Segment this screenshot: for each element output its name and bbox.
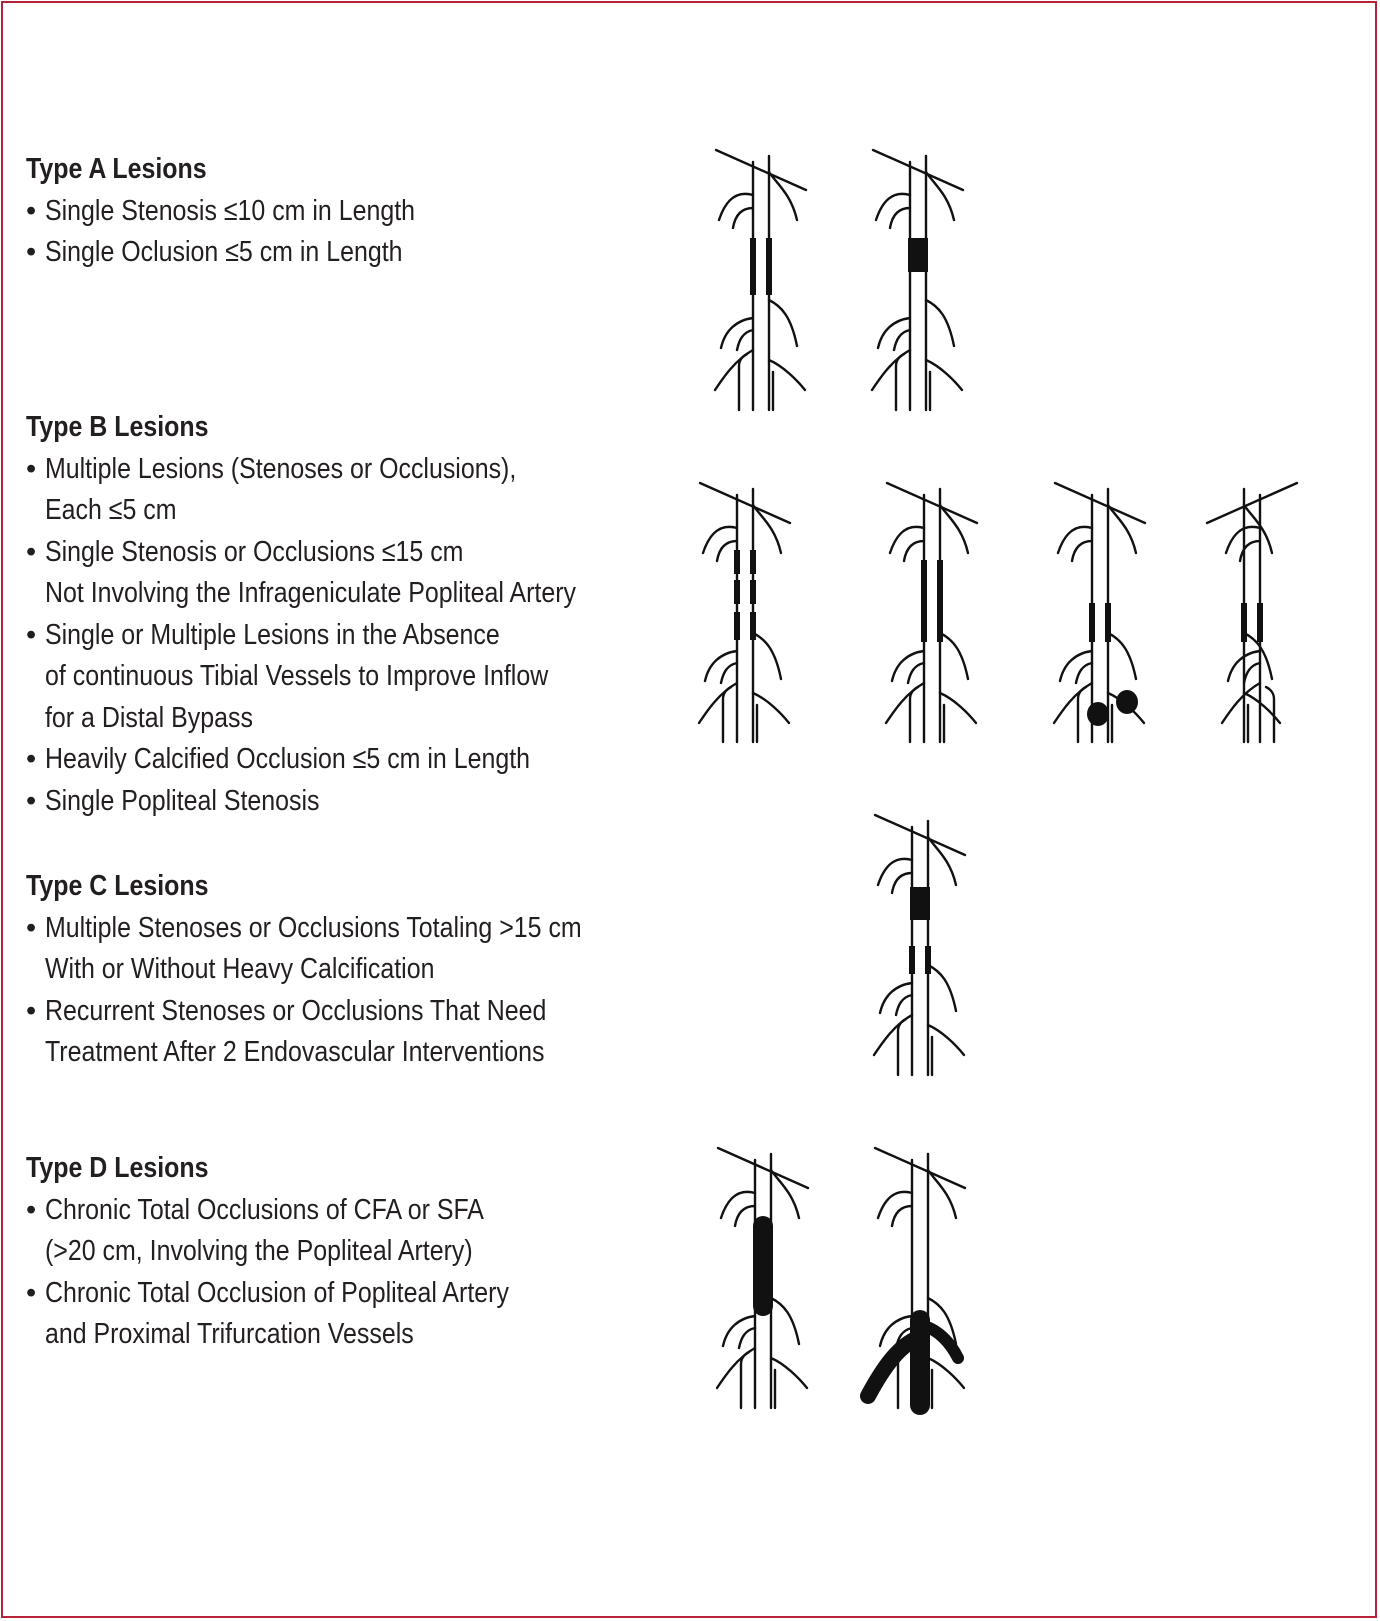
lesion-mark xyxy=(753,1216,773,1316)
criteria-item: •Multiple Lesions (Stenoses or Occlusion… xyxy=(26,449,662,532)
criteria-item: •Single or Multiple Lesions in the Absen… xyxy=(26,615,662,740)
lesion-mark xyxy=(1087,702,1109,726)
lesion-mark xyxy=(1257,603,1263,642)
criteria-item: •Recurrent Stenoses or Occlusions That N… xyxy=(26,991,669,1074)
criteria-text: Single Stenosis ≤10 cm in Length xyxy=(45,194,416,227)
lesion-mark xyxy=(750,580,756,604)
criteria-list: •Chronic Total Occlusions of CFA or SFA(… xyxy=(26,1190,584,1356)
lesion-mark xyxy=(1105,603,1111,642)
section-type-b: Type B Lesions•Multiple Lesions (Stenose… xyxy=(26,407,662,822)
criteria-item: •Single Oclusion ≤5 cm in Length xyxy=(26,232,475,274)
artery-diagram-multiple-stenoses-occlusions xyxy=(872,813,967,1077)
criteria-text: Chronic Total Occlusion of Popliteal Art… xyxy=(45,1276,509,1309)
lesion-mark xyxy=(750,612,756,640)
criteria-text: With or Without Heavy Calcification xyxy=(45,953,435,985)
lesion-mark xyxy=(734,612,740,640)
criteria-item: •Single Popliteal Stenosis xyxy=(26,781,662,823)
criteria-item: •Single Stenosis or Occlusions ≤15 cm Not… xyxy=(26,532,662,615)
lesion-mark xyxy=(910,887,930,920)
criteria-list: •Multiple Lesions (Stenoses or Occlusion… xyxy=(26,449,662,823)
criteria-text: for a Distal Bypass xyxy=(45,701,253,734)
artery-diagram-single-long-stenosis xyxy=(884,481,979,744)
bullet-icon: • xyxy=(26,452,37,485)
lesion-mark xyxy=(734,550,740,574)
section-type-c: Type C Lesions•Multiple Stenoses or Occl… xyxy=(26,866,669,1074)
lesion-mark xyxy=(750,550,756,574)
lesion-mark xyxy=(937,560,943,642)
artery-diagram-multiple-lesions xyxy=(697,481,792,744)
criteria-item: •Multiple Stenoses or Occlusions Totalin… xyxy=(26,908,669,991)
criteria-list: •Single Stenosis ≤10 cm in Length•Single… xyxy=(26,191,475,274)
criteria-text: Not Involving the Infrageniculate Poplit… xyxy=(45,577,576,609)
section-type-a: Type A Lesions •Single Stenosis ≤10 cm in… xyxy=(26,149,475,274)
bullet-icon: • xyxy=(26,784,37,817)
lesion-mark xyxy=(766,238,772,295)
criteria-text: of continuous Tibial Vessels to Improve … xyxy=(45,660,549,692)
criteria-text: Single Stenosis or Occlusions ≤15 cm xyxy=(45,535,464,568)
bullet-icon: • xyxy=(26,236,37,268)
lesion-mark xyxy=(734,580,740,604)
criteria-item: •Chronic Total Occlusions of CFA or SFA (… xyxy=(26,1190,584,1273)
lesion-mark xyxy=(921,560,927,642)
criteria-text: (>20 cm, Involving the Popliteal Artery) xyxy=(45,1235,473,1267)
lesion-mark xyxy=(925,946,931,974)
criteria-text: Single Popliteal Stenosis xyxy=(45,784,320,817)
lesion-mark xyxy=(1089,603,1095,642)
criteria-text: Each ≤5 cm xyxy=(45,494,177,526)
lesion-mark xyxy=(750,238,756,295)
criteria-text: Heavily Calcified Occlusion ≤5 cm in Len… xyxy=(45,743,530,775)
bullet-icon: • xyxy=(26,618,37,651)
section-type-d: Type D Lesions•Chronic Total Occlusions … xyxy=(26,1148,584,1356)
bullet-icon: • xyxy=(26,1276,37,1309)
lesion-mark xyxy=(1116,690,1138,714)
criteria-text: Recurrent Stenoses or Occlusions That Ne… xyxy=(45,994,547,1027)
bullet-icon: • xyxy=(26,994,37,1027)
criteria-text: Single or Multiple Lesions in the Absenc… xyxy=(45,618,500,651)
artery-diagram-single-stenosis xyxy=(713,148,808,412)
criteria-list: •Multiple Stenoses or Occlusions Totalin… xyxy=(26,908,669,1074)
criteria-item: •Single Stenosis ≤10 cm in Length xyxy=(26,191,475,233)
bullet-icon: • xyxy=(26,743,37,775)
artery-diagram-single-occlusion xyxy=(870,148,965,412)
criteria-text: and Proximal Trifurcation Vessels xyxy=(45,1318,414,1350)
criteria-text: Chronic Total Occlusions of CFA or SFA xyxy=(45,1193,484,1226)
section-heading-type-b: Type B Lesions xyxy=(26,411,209,443)
artery-diagram-single-popliteal-stenosis xyxy=(1205,481,1299,744)
criteria-text: Single Oclusion ≤5 cm in Length xyxy=(45,236,403,268)
section-heading-type-a: Type A Lesions xyxy=(26,153,207,185)
criteria-text: Multiple Lesions (Stenoses or Occlusions… xyxy=(45,452,517,485)
section-heading-type-c: Type C Lesions xyxy=(26,870,209,902)
criteria-text: Treatment After 2 Endovascular Intervent… xyxy=(45,1036,545,1068)
bullet-icon: • xyxy=(26,194,37,227)
criteria-text: Multiple Stenoses or Occlusions Totaling… xyxy=(45,911,582,944)
artery-diagram-chronic-total-occlusion-sfa xyxy=(715,1146,810,1410)
bullet-icon: • xyxy=(26,1193,37,1226)
lesion-mark xyxy=(909,946,915,974)
criteria-item: •Heavily Calcified Occlusion ≤5 cm in Le… xyxy=(26,739,662,781)
lesion-mark xyxy=(1241,603,1247,642)
bullet-icon: • xyxy=(26,911,37,944)
bullet-icon: • xyxy=(26,535,37,568)
criteria-item: •Chronic Total Occlusion of Popliteal Ar… xyxy=(26,1273,584,1356)
lesion-mark xyxy=(908,238,928,272)
section-heading-type-d: Type D Lesions xyxy=(26,1152,209,1184)
